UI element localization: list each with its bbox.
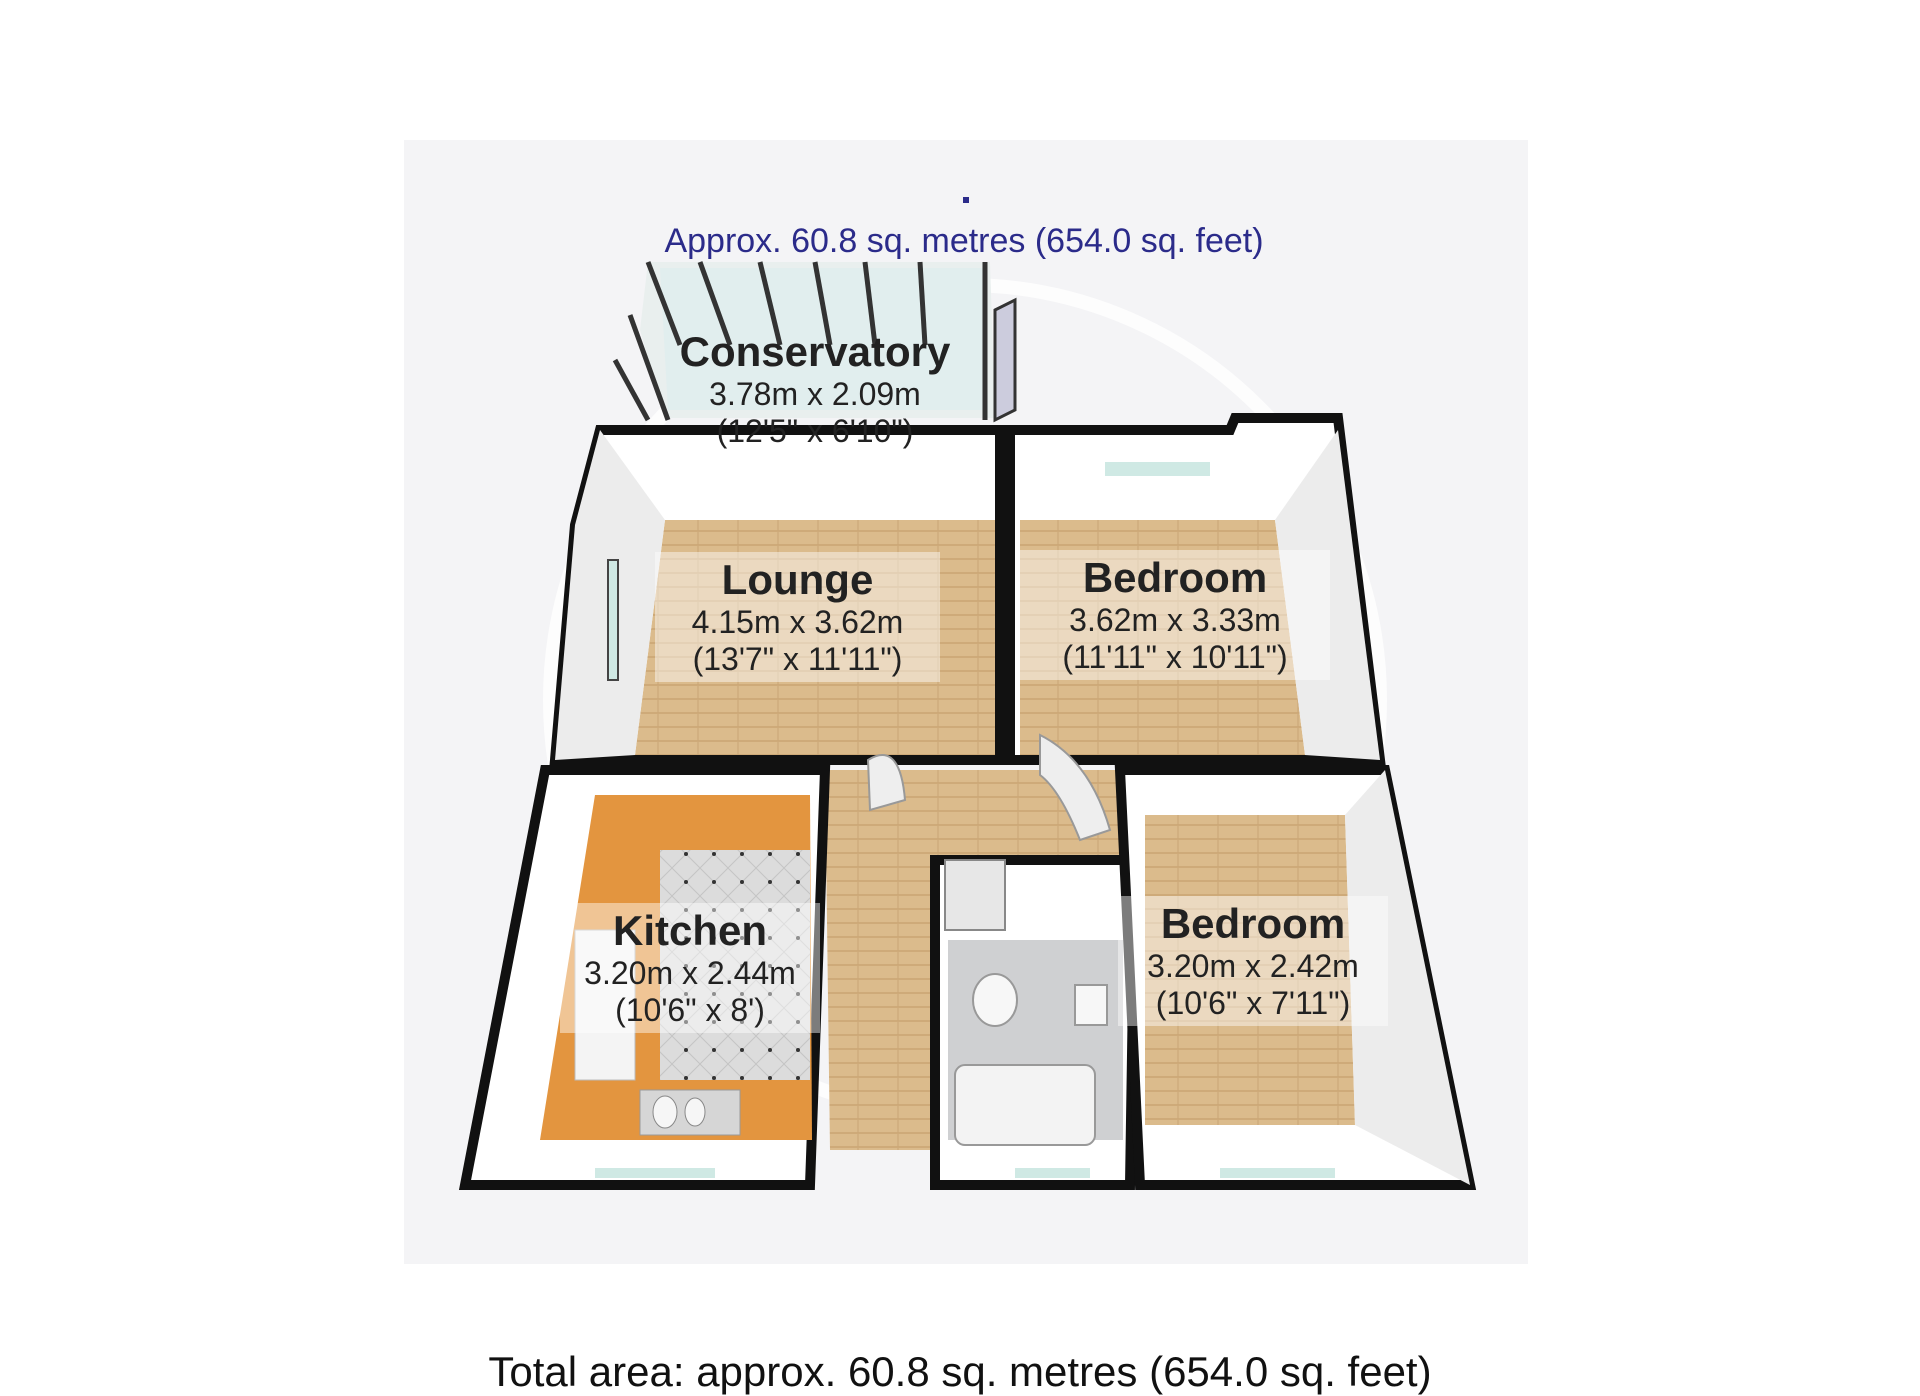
room-imperial: (13'7" x 11'11")	[692, 641, 903, 678]
room-imperial: (10'6" x 7'11")	[1155, 985, 1351, 1022]
room-name: Kitchen	[612, 907, 767, 954]
room-metric: 4.15m x 3.62m	[691, 604, 904, 641]
bedroom-1-room	[1005, 413, 1386, 765]
bottom-windows	[595, 1168, 1335, 1178]
total-area-label: Total area: approx. 60.8 sq. metres (654…	[488, 1348, 1432, 1395]
room-name: Bedroom	[1082, 554, 1268, 601]
conservatory-glazing	[612, 261, 1017, 423]
bedroom-1-label: Bedroom 3.62m x 3.33m (11'11" x 10'11")	[1020, 550, 1330, 680]
floor-area-label: Approx. 60.8 sq. metres (654.0 sq. feet)	[664, 222, 1264, 260]
room-name: Lounge	[721, 556, 874, 603]
room-name: Conservatory	[679, 328, 951, 375]
floor-marker-dot	[963, 197, 969, 203]
room-imperial: (10'6" x 8')	[615, 992, 765, 1029]
conservatory-label: Conservatory 3.78m x 2.09m (12'5" x 6'10…	[660, 328, 970, 450]
kitchen-room	[458, 765, 831, 1190]
lounge-room	[549, 425, 1005, 765]
room-metric: 3.20m x 2.42m	[1147, 948, 1359, 985]
room-metric: 3.62m x 3.33m	[1069, 602, 1281, 639]
lounge-label: Lounge 4.15m x 3.62m (13'7" x 11'11")	[655, 552, 940, 682]
bedroom-2-room	[1114, 765, 1477, 1190]
room-name: Bedroom	[1160, 900, 1346, 947]
room-metric: 3.78m x 2.09m	[709, 376, 921, 413]
bedroom-2-label: Bedroom 3.20m x 2.42m (10'6" x 7'11")	[1118, 896, 1388, 1026]
room-imperial: (11'11" x 10'11")	[1062, 639, 1288, 676]
room-imperial: (12'5" x 6'10")	[716, 413, 914, 450]
bathroom-room	[930, 855, 1141, 1190]
room-metric: 3.20m x 2.44m	[584, 955, 796, 992]
kitchen-label: Kitchen 3.20m x 2.44m (10'6" x 8')	[560, 903, 820, 1033]
